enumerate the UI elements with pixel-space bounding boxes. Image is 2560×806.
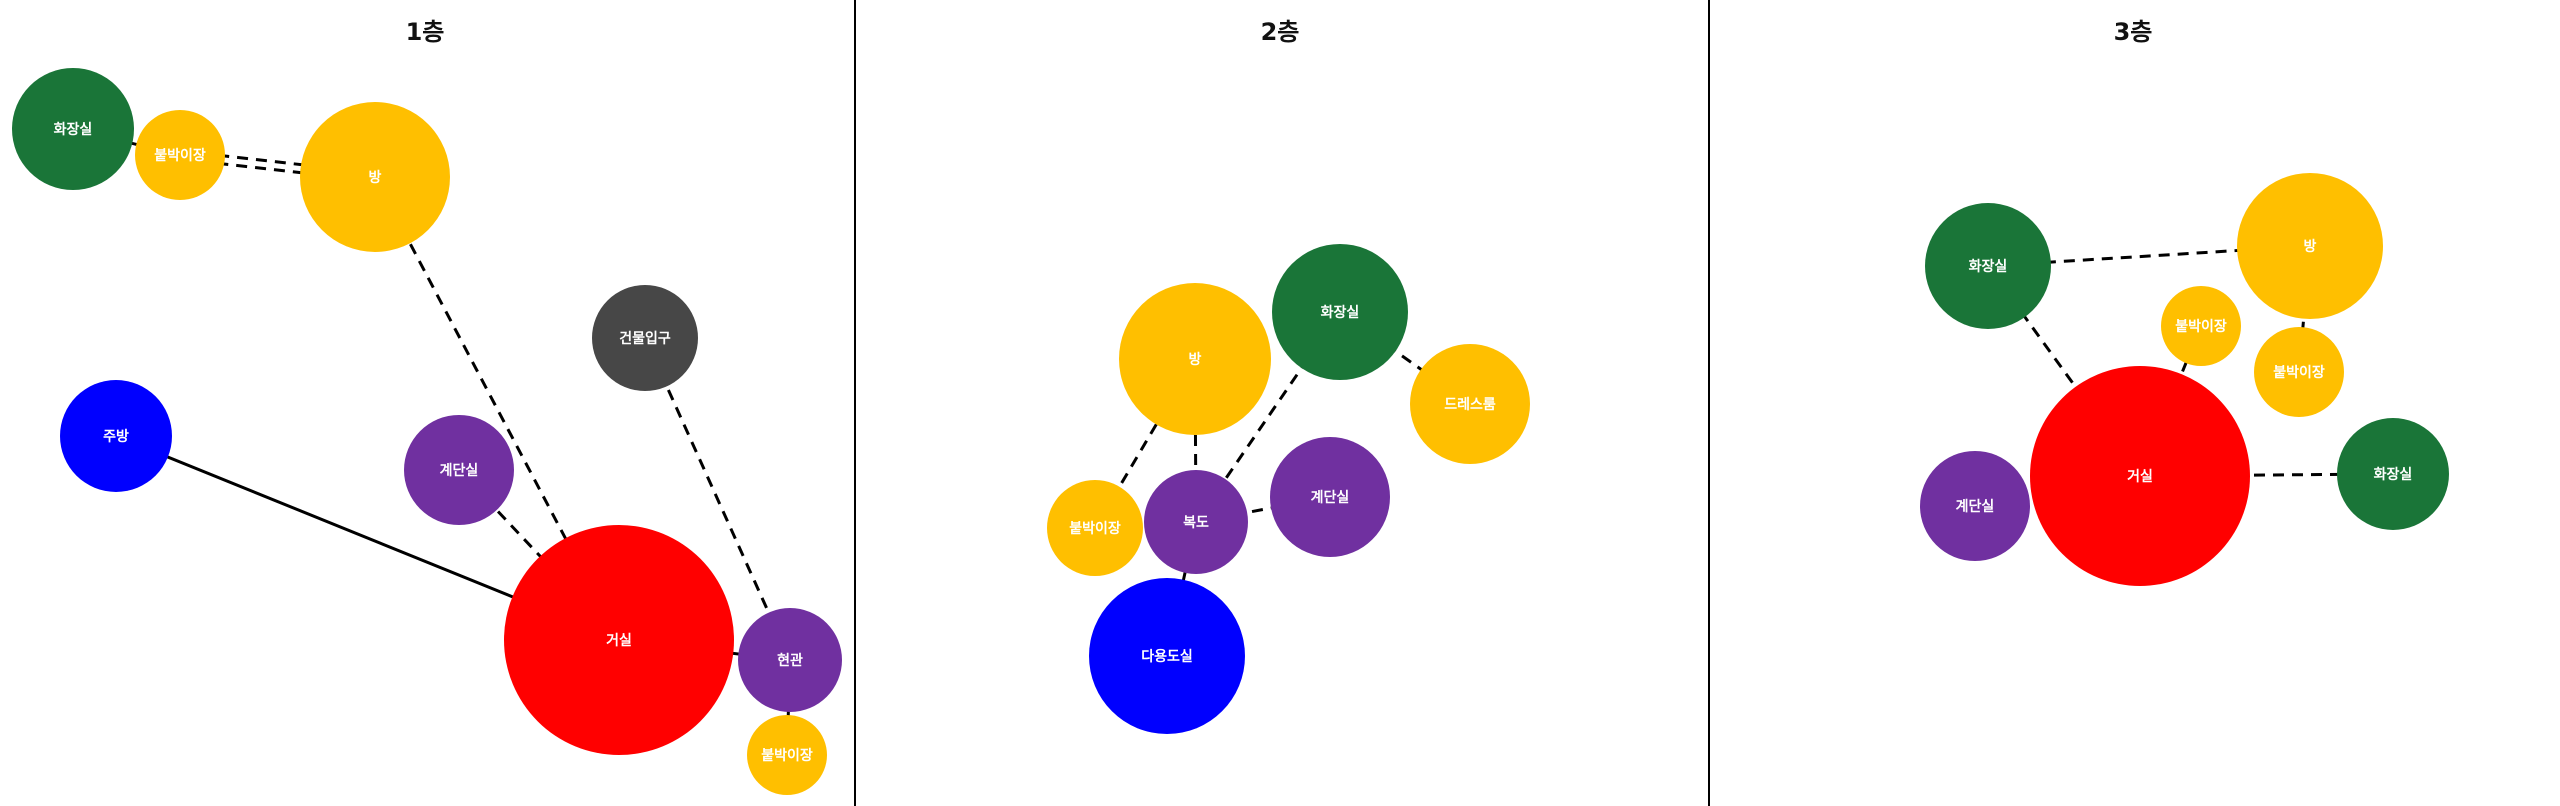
- node-living: 거실: [504, 525, 734, 755]
- node-circle: [738, 608, 842, 712]
- node-closet: 붙박이장: [1047, 480, 1143, 576]
- node-room: 방: [2237, 173, 2383, 319]
- node-hall: 복도: [1144, 470, 1248, 574]
- node-closet2: 붙박이장: [747, 715, 827, 795]
- node-label: 화장실: [2374, 466, 2413, 483]
- node-circle: [1410, 344, 1530, 464]
- node-label: 현관: [777, 652, 803, 669]
- node-label: 붙박이장: [2273, 364, 2325, 381]
- node-circle: [592, 285, 698, 391]
- node-stairs: 계단실: [1920, 451, 2030, 561]
- node-circle: [2030, 366, 2250, 586]
- node-circle: [504, 525, 734, 755]
- panel-title-floor-3: 3층: [2114, 18, 2153, 46]
- node-circle: [2254, 327, 2344, 417]
- node-label: 붙박이장: [761, 747, 813, 764]
- node-label: 드레스룸: [1444, 397, 1496, 413]
- node-circle: [1047, 480, 1143, 576]
- node-circle: [60, 380, 172, 492]
- node-label: 방: [1189, 351, 1202, 368]
- node-label: 계단실: [1956, 498, 1995, 515]
- node-stairs: 계단실: [1270, 437, 1390, 557]
- node-label: 붙박이장: [2175, 318, 2227, 335]
- node-circle: [1925, 203, 2051, 329]
- node-circle: [2337, 418, 2449, 530]
- node-label: 계단실: [440, 462, 479, 479]
- node-circle: [1144, 470, 1248, 574]
- edge-room-closet: [1093, 358, 1197, 529]
- node-multi: 다용도실: [1089, 578, 1245, 734]
- edge-closet-room: [179, 157, 375, 183]
- node-foyer: 현관: [738, 608, 842, 712]
- node-label: 건물입구: [619, 330, 671, 347]
- node-circle: [1089, 578, 1245, 734]
- node-kitchen: 주방: [60, 380, 172, 492]
- node-label: 붙박이장: [1069, 520, 1121, 537]
- node-label: 화장실: [1969, 258, 2008, 275]
- node-circle: [2237, 173, 2383, 319]
- node-label: 계단실: [1311, 489, 1350, 506]
- node-toilet2: 화장실: [2337, 418, 2449, 530]
- node-toilet: 화장실: [12, 68, 134, 190]
- node-toilet: 화장실: [1272, 244, 1408, 380]
- node-label: 다용도실: [1141, 649, 1193, 665]
- node-circle: [1270, 437, 1390, 557]
- panel-title-floor-1: 1층: [406, 18, 445, 46]
- node-label: 방: [369, 169, 382, 186]
- node-label: 방: [2304, 238, 2317, 255]
- node-circle: [300, 102, 450, 252]
- node-closet: 붙박이장: [135, 110, 225, 200]
- node-circle: [747, 715, 827, 795]
- node-circle: [1920, 451, 2030, 561]
- node-room: 방: [1119, 283, 1271, 435]
- node-toilet: 화장실: [1925, 203, 2051, 329]
- node-closet2: 붙박이장: [2254, 327, 2344, 417]
- node-label: 거실: [2127, 469, 2153, 485]
- node-stairs: 계단실: [404, 415, 514, 525]
- node-dress: 드레스룸: [1410, 344, 1530, 464]
- node-living: 거실: [2030, 366, 2250, 586]
- node-circle: [12, 68, 134, 190]
- node-label: 주방: [103, 428, 129, 445]
- node-circle: [2161, 286, 2241, 366]
- node-closet: 붙박이장: [2161, 286, 2241, 366]
- node-label: 붙박이장: [154, 147, 206, 164]
- node-room: 방: [300, 102, 450, 252]
- node-circle: [1119, 283, 1271, 435]
- node-circle: [1272, 244, 1408, 380]
- node-label: 화장실: [1321, 304, 1360, 321]
- edge-closet-room: [180, 149, 376, 175]
- panel-title-floor-2: 2층: [1261, 18, 1300, 46]
- node-circle: [404, 415, 514, 525]
- node-entry: 건물입구: [592, 285, 698, 391]
- node-label: 복도: [1183, 515, 1209, 531]
- node-label: 화장실: [54, 121, 93, 138]
- node-label: 거실: [606, 633, 632, 649]
- node-circle: [135, 110, 225, 200]
- edge-entry-foyer: [643, 337, 792, 661]
